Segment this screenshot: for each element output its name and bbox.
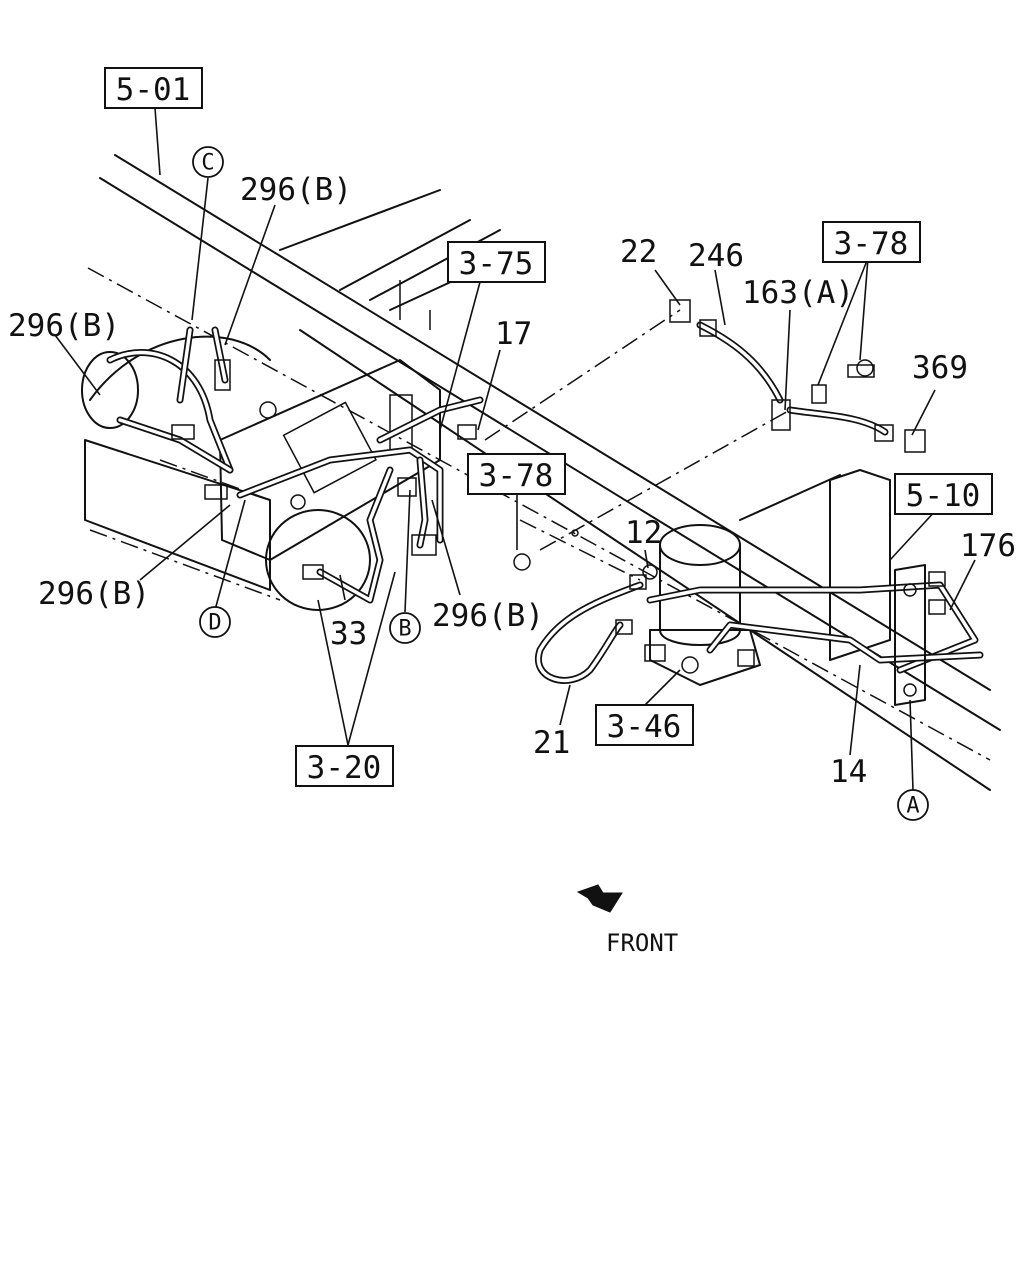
part-label-17: 17 [495, 316, 532, 352]
part-label-296b-bottom-left: 296(B) [38, 576, 150, 612]
ref-label-3-78-top: 3-78 [834, 226, 909, 262]
part-label-21: 21 [533, 725, 570, 761]
part-label-296b-top: 296(B) [240, 172, 352, 208]
part-label-163a: 163(A) [742, 275, 854, 311]
ref-label-3-20: 3-20 [307, 750, 382, 786]
ref-box-5-10: 5-10 [894, 473, 993, 515]
front-indicator: FRONT [576, 884, 678, 957]
callout-a: A [897, 789, 929, 821]
leader-lines [54, 107, 976, 791]
callout-c: C [192, 146, 224, 178]
part-label-369: 369 [912, 350, 968, 386]
air-dryer-assembly [513, 359, 984, 706]
ref-box-3-78-top: 3-78 [822, 221, 921, 263]
ref-box-3-46: 3-46 [595, 704, 694, 746]
ref-box-3-75: 3-75 [447, 241, 546, 283]
callout-d-label: D [208, 611, 221, 636]
air-tank-assembly [81, 326, 484, 611]
part-label-22: 22 [620, 234, 657, 270]
ref-label-3-78-mid: 3-78 [479, 458, 554, 494]
ref-box-3-20: 3-20 [295, 745, 394, 787]
ref-label-3-46: 3-46 [607, 709, 682, 745]
part-label-296b-left: 296(B) [8, 308, 120, 344]
callout-c-label: C [201, 151, 214, 176]
ref-label-3-75: 3-75 [459, 246, 534, 282]
callout-d: D [199, 606, 231, 638]
part-label-296b-bottom-mid: 296(B) [432, 598, 544, 634]
part-label-33: 33 [330, 616, 367, 652]
callout-b: B [389, 612, 421, 644]
ref-label-5-10: 5-10 [906, 478, 981, 514]
ref-label-5-01: 5-01 [116, 72, 191, 108]
callout-a-label: A [906, 794, 919, 819]
part-label-12: 12 [625, 515, 662, 551]
part-label-246: 246 [688, 238, 744, 274]
front-label: FRONT [606, 929, 678, 957]
centerlines [89, 309, 791, 601]
callout-b-label: B [398, 617, 411, 642]
ref-box-3-78-mid: 3-78 [467, 453, 566, 495]
part-label-14: 14 [830, 754, 867, 790]
front-arrow-icon [576, 884, 623, 913]
ref-box-5-01: 5-01 [104, 67, 203, 109]
part-label-176: 176 [960, 528, 1016, 564]
